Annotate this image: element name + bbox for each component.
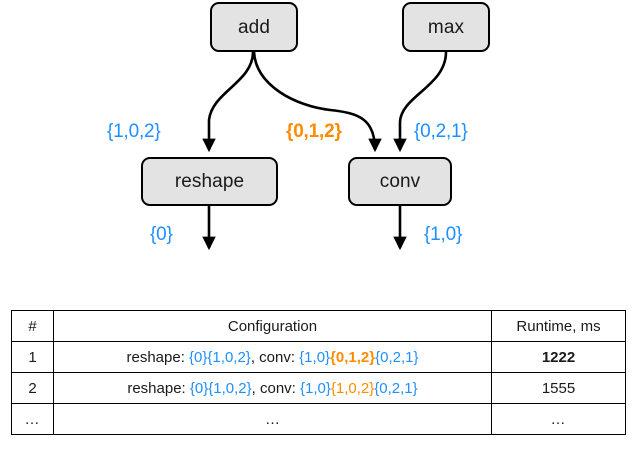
- config-fragment: reshape:: [126, 348, 190, 366]
- config-fragment: {0}: [189, 379, 209, 397]
- edge-label-add-to-conv: {0,1,2}: [286, 121, 342, 142]
- edge-max-to-conv: [393, 51, 448, 153]
- cell-number: 2: [11, 372, 54, 404]
- node-conv[interactable]: conv: [348, 157, 452, 206]
- node-max-label: max: [427, 16, 465, 38]
- node-add-label: add: [237, 16, 270, 38]
- config-fragment: {1,0,2}: [330, 379, 375, 397]
- cell-configuration: reshape: {0}{1,0,2}, conv: {1,0}{0,1,2}{…: [53, 341, 492, 373]
- config-fragment: {0,1,2}: [330, 348, 376, 366]
- config-fragment: {1,0}: [300, 379, 331, 397]
- node-reshape-label: reshape: [174, 171, 245, 192]
- graph-edges: [202, 51, 448, 251]
- cell-runtime: …: [491, 403, 626, 435]
- graph-figure: add max reshape conv {1,0,2} {0,1,2} {0,…: [107, 2, 490, 251]
- node-max[interactable]: max: [402, 2, 490, 52]
- cell-runtime: 1555: [491, 372, 626, 404]
- config-fragment: {0,2,1}: [374, 379, 418, 397]
- config-fragment: reshape:: [127, 379, 190, 397]
- node-conv-label: conv: [379, 171, 421, 192]
- config-fragment: , conv:: [250, 348, 300, 366]
- config-fragment: …: [265, 410, 280, 428]
- cell-number: 1: [11, 341, 54, 373]
- header-number: #: [11, 310, 54, 342]
- edge-add-to-reshape: [202, 51, 255, 153]
- cell-runtime: 1222: [491, 341, 626, 373]
- config-fragment: {1,0,2}: [208, 379, 252, 397]
- node-reshape[interactable]: reshape: [141, 157, 278, 206]
- config-fragment: {1,0,2}: [207, 348, 251, 366]
- header-configuration: Configuration: [53, 310, 492, 342]
- edge-label-add-to-reshape: {1,0,2}: [107, 121, 161, 142]
- cell-number: …: [11, 403, 54, 435]
- edge-label-reshape-output: {0}: [150, 224, 173, 245]
- node-add[interactable]: add: [210, 2, 298, 52]
- table-row[interactable]: … … …: [11, 403, 626, 435]
- config-fragment: {0}: [189, 348, 208, 366]
- cell-configuration: reshape: {0}{1,0,2}, conv: {1,0}{1,0,2}{…: [53, 372, 492, 404]
- edge-label-max-to-conv: {0,2,1}: [414, 121, 468, 142]
- config-fragment: {0,2,1}: [375, 348, 419, 366]
- config-fragment: {1,0}: [299, 348, 331, 366]
- edge-label-conv-output: {1,0}: [424, 224, 463, 245]
- cell-configuration: …: [53, 403, 492, 435]
- header-runtime: Runtime, ms: [491, 310, 626, 342]
- edge-add-to-conv: [252, 51, 382, 153]
- config-fragment: , conv:: [251, 379, 300, 397]
- table-header-row: # Configuration Runtime, ms: [11, 310, 626, 342]
